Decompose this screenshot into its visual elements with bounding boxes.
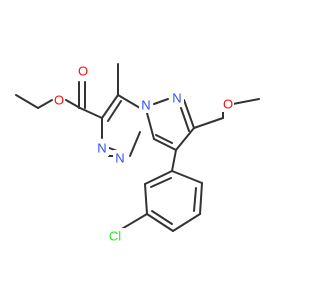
- bond-c7-ch2: [193, 117, 224, 129]
- nitrogen-triazine-2-label: N: [115, 151, 124, 166]
- bond-phenyl-6-inner: [150, 177, 172, 188]
- bond-phenyl-4-inner: [151, 210, 173, 225]
- oxygen-ether-label: O: [223, 97, 233, 112]
- atom-layer: O O O N N N N Cl: [53, 63, 234, 244]
- bond-pyrazole-nbridge-n: [153, 98, 169, 105]
- bond-pyrazole-n-c7: [183, 99, 195, 129]
- bond-phenyl-1: [171, 170, 203, 184]
- bond-carbonyl-to-ring: [79, 107, 103, 119]
- bond-phenyl-cl: [119, 213, 148, 231]
- nitrogen-triazine-1-label: N: [97, 141, 106, 156]
- nitrogen-pyrazole-label: N: [172, 91, 181, 106]
- bond-ring-n2-c8a: [129, 131, 141, 157]
- bond-methoxy-methyl: [15, 94, 39, 109]
- bond-ring-c4-nbridge: [117, 94, 141, 109]
- bond-o-methoxy: [232, 98, 260, 105]
- molecule-structure: O O O N N N N Cl: [15, 63, 260, 244]
- bond-phenyl-4: [146, 213, 174, 232]
- bond-pyrazole-c8-c8a: [153, 138, 177, 151]
- chlorine-label: Cl: [109, 229, 121, 244]
- bond-phenyl-2: [199, 182, 203, 215]
- oxygen-ester-label: O: [54, 93, 64, 108]
- bond-ring-nbridge-c8a: [146, 112, 155, 140]
- bond-ring-c3-c4: [101, 94, 119, 119]
- bond-phenyl-5: [144, 183, 148, 215]
- bond-layer: [15, 63, 260, 232]
- bond-phenyl-3: [172, 213, 201, 232]
- bond-pyrazole-n-c7-inner: [180, 107, 190, 132]
- bond-ring-c3-c4-inner: [107, 100, 122, 122]
- bond-c8-phenyl: [171, 149, 177, 172]
- bond-pyrazole-c7-c8: [175, 127, 195, 151]
- nitrogen-bridge-label: N: [141, 98, 150, 113]
- bond-phenyl-6: [144, 170, 173, 185]
- bond-ester-o-to-methyl: [37, 99, 53, 109]
- bond-ester-o-to-carbonyl: [65, 99, 81, 109]
- molecule-drawing: O O O N N N N Cl: [15, 63, 260, 244]
- bond-pyrazole-c8-c8a-inner: [155, 134, 173, 144]
- bond-phenyl-2-inner: [193, 187, 197, 212]
- oxygen-carbonyl-label: O: [78, 64, 88, 79]
